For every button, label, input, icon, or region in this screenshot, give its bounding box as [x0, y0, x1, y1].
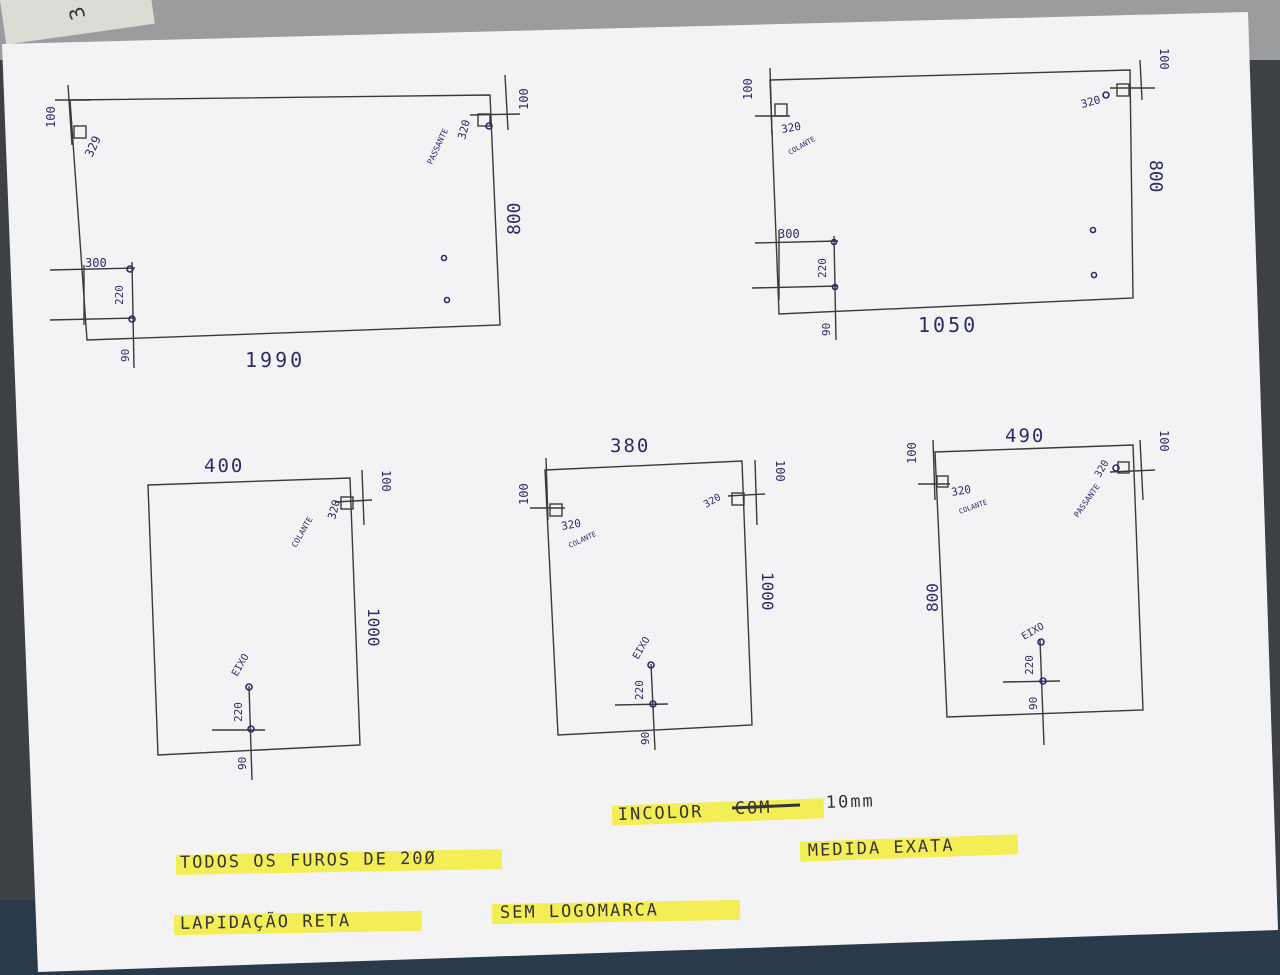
- hole-1c: [440, 254, 448, 262]
- d1-lower-spacing: 220: [113, 285, 126, 305]
- d5-top-left-hole: 320: [950, 483, 972, 499]
- d2-top-left-offset: 100: [741, 78, 755, 100]
- d5-height: 800: [923, 583, 942, 612]
- d1-top-left-offset: 100: [44, 106, 58, 128]
- note-logo: SEM LOGOMARCA: [500, 900, 659, 923]
- note-thickness: 10mm: [825, 791, 875, 813]
- hole-2d: [1090, 271, 1098, 279]
- sketch-lines: [49, 59, 1156, 781]
- hole-1a: [126, 265, 134, 273]
- hole-2e: [1102, 91, 1110, 99]
- d3-lower-edge: 90: [236, 757, 249, 770]
- note-holes: TODOS OS FUROS DE 20Ø: [180, 849, 437, 873]
- d1-lower-offset: 300: [85, 256, 107, 270]
- panel-5-outline: [934, 444, 1144, 718]
- hole-3b: [247, 725, 255, 733]
- d5-top-right-offset: 100: [1157, 430, 1171, 452]
- hole-4b: [649, 700, 657, 708]
- d1-top-right-hole: 320: [455, 118, 473, 141]
- highlight-logo: [491, 899, 741, 925]
- d5-width: 490: [1005, 425, 1045, 447]
- d3-top-right-offset: 100: [379, 470, 393, 492]
- hole-5b: [1039, 677, 1047, 685]
- panel-2-outline: [769, 69, 1134, 315]
- d2-lower-offset: 300: [778, 227, 800, 241]
- panel-1-outline: [69, 94, 501, 341]
- holes: [126, 91, 1120, 733]
- notes: INCOLOR COM 10mm TODOS OS FUROS DE 20Ø M…: [173, 791, 1019, 936]
- d2-lower-edge: 90: [820, 323, 833, 336]
- note-finish: LAPIDAÇÃO RETA: [180, 909, 352, 934]
- hole-4a: [647, 661, 655, 669]
- hole-5c: [1112, 464, 1120, 472]
- d5-top-left-offset: 100: [905, 442, 919, 464]
- d4-top-left-hole: 320: [560, 517, 582, 533]
- d1-top-right-offset: 100: [517, 88, 531, 110]
- d4-height: 1000: [758, 572, 777, 611]
- d1-width: 1990: [245, 348, 305, 372]
- d2-width: 1050: [918, 313, 978, 337]
- hole-3a: [245, 683, 253, 691]
- d2-top-left-hole: 320: [780, 120, 802, 136]
- d3-top-right-hole: 320: [325, 498, 343, 521]
- d2-top-right-offset: 100: [1157, 48, 1171, 70]
- hole-2c: [1089, 226, 1097, 234]
- note-glass: INCOLOR: [617, 802, 703, 825]
- highlight-measure: [799, 834, 1019, 862]
- hole-1b: [128, 315, 136, 323]
- panel-3-outline: [147, 477, 361, 756]
- d4-lower-spacing: 220: [633, 680, 646, 700]
- hole-2a: [830, 238, 838, 246]
- highlight-holes: [175, 849, 503, 875]
- hole-1e: [485, 122, 493, 130]
- d4-top-left-offset: 100: [517, 483, 531, 505]
- d4-width: 380: [610, 435, 650, 457]
- d2-top-right-hole: 320: [1079, 93, 1102, 111]
- d3-lower-spacing: 220: [232, 702, 245, 722]
- hole-1d: [443, 296, 451, 304]
- hole-5a: [1037, 638, 1045, 646]
- d3-height: 1000: [364, 608, 383, 647]
- d1-height: 800: [504, 202, 525, 235]
- d5-lower-spacing: 220: [1023, 655, 1036, 675]
- d2-height: 800: [1145, 160, 1166, 193]
- panel-4-outline: [544, 460, 753, 736]
- d4-lower-edge: 90: [639, 732, 652, 745]
- d3-width: 400: [204, 455, 244, 477]
- d2-lower-spacing: 220: [816, 258, 829, 278]
- strike-mark: [731, 803, 801, 810]
- d4-top-right-offset: 100: [773, 460, 787, 482]
- highlight-finish: [173, 910, 423, 936]
- d1-lower-edge: 90: [119, 349, 132, 362]
- paper-sheet: [2, 12, 1278, 972]
- d5-lower-edge: 90: [1027, 697, 1040, 710]
- hole-2b: [831, 283, 839, 291]
